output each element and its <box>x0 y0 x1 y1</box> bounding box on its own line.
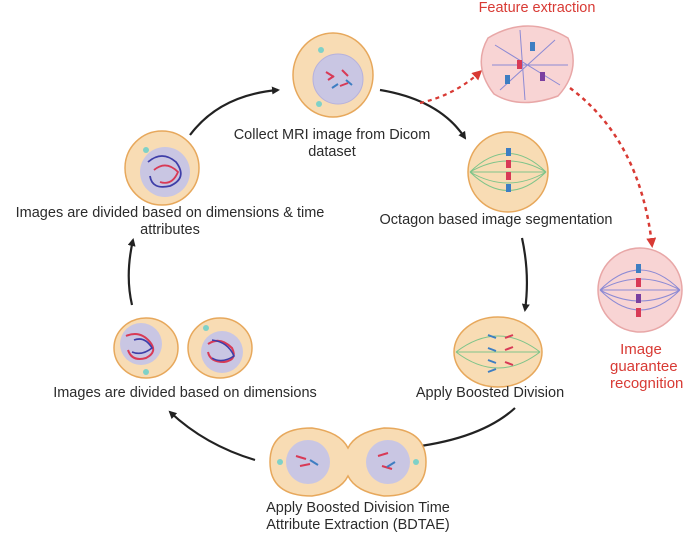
cell-bdtae <box>269 427 427 497</box>
cell-dimensions-left <box>113 317 179 379</box>
label-feature-extraction: Feature extraction <box>478 0 596 16</box>
cell-dimtime <box>124 130 200 206</box>
arrow-to-dimensions <box>168 410 256 462</box>
cell-collect <box>292 32 374 118</box>
cell-recognition <box>597 247 683 333</box>
arrow-to-segment <box>379 88 467 140</box>
cell-segment <box>467 131 549 213</box>
arrow-to-boosted <box>520 237 530 312</box>
dashed-arrow-feature <box>419 69 483 105</box>
label-collect: Collect MRI image from Dicom dataset <box>233 127 431 160</box>
arrow-to-collect <box>189 86 280 136</box>
label-dimtime: Images are divided based on dimensions &… <box>15 205 325 238</box>
label-image-recognition: Image guarantee recognition <box>610 341 684 392</box>
label-segment: Octagon based image segmentation <box>379 212 613 228</box>
cell-boosted <box>453 316 543 388</box>
cell-dimensions-right <box>187 317 253 379</box>
label-dimensions: Images are divided based on dimensions <box>53 385 317 401</box>
arrow-to-dimtime <box>127 238 136 306</box>
cell-feature <box>480 25 574 104</box>
label-boosted: Apply Boosted Division <box>415 385 565 401</box>
label-bdtae: Apply Boosted Division Time Attribute Ex… <box>266 500 450 533</box>
